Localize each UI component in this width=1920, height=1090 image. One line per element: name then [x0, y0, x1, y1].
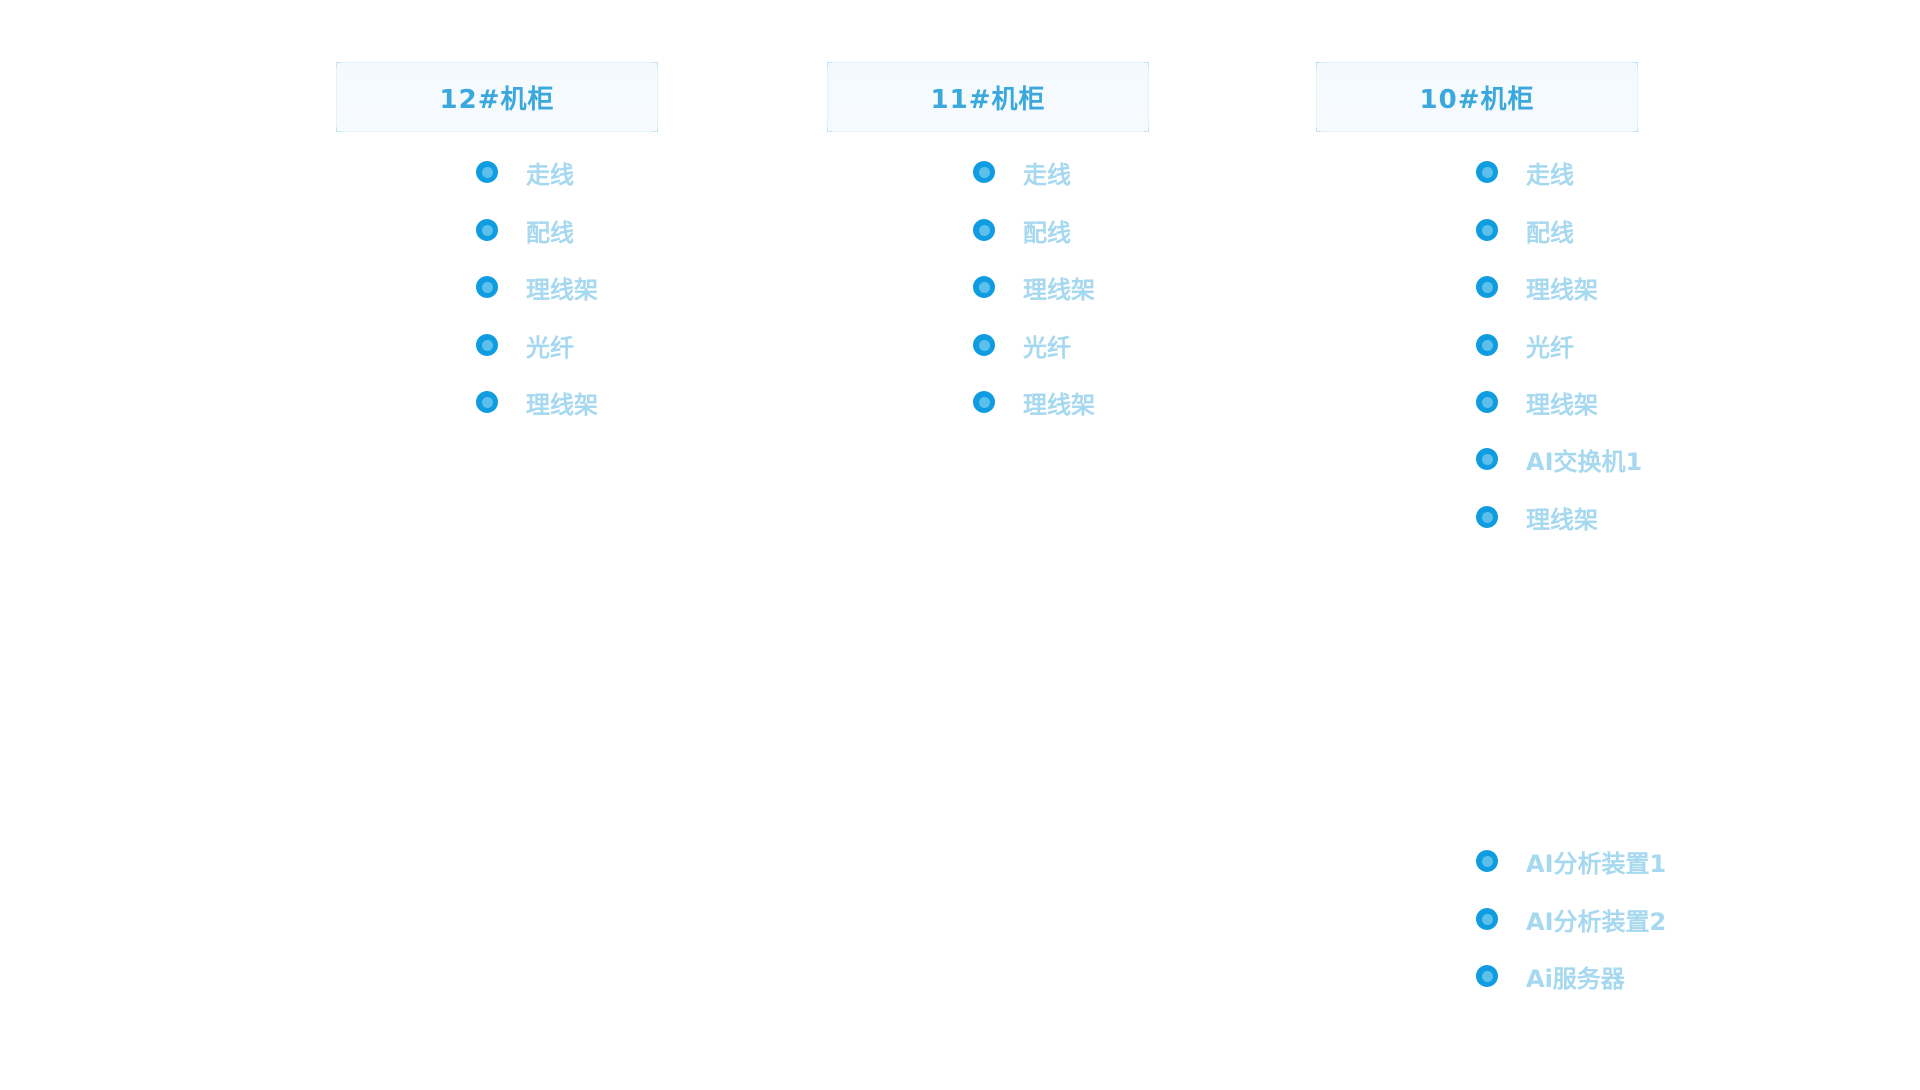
circle-bullet-icon — [476, 334, 498, 356]
item-label: AI交换机1 — [1526, 447, 1643, 476]
item-label: 理线架 — [1526, 390, 1598, 419]
circle-bullet-icon — [1476, 276, 1498, 298]
list-item[interactable]: 光纤 — [973, 330, 1071, 362]
cabinet-title: 10#机柜 — [1419, 84, 1535, 115]
cabinet-header[interactable]: 12#机柜 — [336, 62, 658, 132]
cabinet-item-list: 走线 配线 理线架 光纤 理线架 AI交换机1 理线架 AI分析装置1 — [1316, 0, 1716, 1090]
item-label: 理线架 — [1023, 390, 1095, 419]
circle-bullet-icon — [1476, 965, 1498, 987]
item-label: 配线 — [1526, 218, 1574, 247]
cabinet-item-list: 走线 配线 理线架 光纤 理线架 — [827, 0, 1157, 1090]
cabinet-12: 12#机柜 走线 配线 理线架 光纤 理线架 — [336, 0, 666, 1090]
list-item[interactable]: AI分析装置2 — [1476, 904, 1667, 936]
item-label: 理线架 — [526, 275, 598, 304]
item-label: 理线架 — [1023, 275, 1095, 304]
list-item[interactable]: 配线 — [476, 215, 574, 247]
circle-bullet-icon — [1476, 448, 1498, 470]
list-item[interactable]: 走线 — [1476, 157, 1574, 189]
circle-bullet-icon — [973, 391, 995, 413]
list-item[interactable]: 理线架 — [1476, 272, 1598, 304]
list-item[interactable]: 理线架 — [1476, 502, 1598, 534]
item-label: AI分析装置1 — [1526, 849, 1667, 878]
cabinet-header[interactable]: 10#机柜 — [1316, 62, 1638, 132]
cabinet-title: 12#机柜 — [439, 84, 555, 115]
list-item[interactable]: 理线架 — [476, 387, 598, 419]
list-item[interactable]: 配线 — [1476, 215, 1574, 247]
item-label: AI分析装置2 — [1526, 907, 1667, 936]
circle-bullet-icon — [973, 219, 995, 241]
circle-bullet-icon — [1476, 334, 1498, 356]
item-label: 走线 — [526, 160, 574, 189]
circle-bullet-icon — [476, 391, 498, 413]
item-label: 配线 — [526, 218, 574, 247]
item-label: 光纤 — [1023, 333, 1071, 362]
circle-bullet-icon — [1476, 161, 1498, 183]
list-item[interactable]: 光纤 — [1476, 330, 1574, 362]
list-item[interactable]: 理线架 — [476, 272, 598, 304]
list-item[interactable]: AI分析装置1 — [1476, 846, 1667, 878]
item-label: 理线架 — [526, 390, 598, 419]
circle-bullet-icon — [1476, 219, 1498, 241]
cabinet-title: 11#机柜 — [930, 84, 1046, 115]
circle-bullet-icon — [1476, 506, 1498, 528]
circle-bullet-icon — [476, 219, 498, 241]
cabinet-11: 11#机柜 走线 配线 理线架 光纤 理线架 — [827, 0, 1157, 1090]
item-label: Ai服务器 — [1526, 964, 1625, 993]
cabinet-10: 10#机柜 走线 配线 理线架 光纤 理线架 AI交换机1 理线架 — [1316, 0, 1716, 1090]
list-item[interactable]: 走线 — [476, 157, 574, 189]
list-item[interactable]: 理线架 — [1476, 387, 1598, 419]
item-label: 配线 — [1023, 218, 1071, 247]
list-item[interactable]: 走线 — [973, 157, 1071, 189]
circle-bullet-icon — [973, 276, 995, 298]
item-label: 走线 — [1023, 160, 1071, 189]
circle-bullet-icon — [476, 276, 498, 298]
list-item[interactable]: AI交换机1 — [1476, 444, 1643, 476]
list-item[interactable]: 光纤 — [476, 330, 574, 362]
circle-bullet-icon — [973, 161, 995, 183]
cabinet-header[interactable]: 11#机柜 — [827, 62, 1149, 132]
cabinet-item-list: 走线 配线 理线架 光纤 理线架 — [336, 0, 666, 1090]
list-item[interactable]: 配线 — [973, 215, 1071, 247]
circle-bullet-icon — [1476, 850, 1498, 872]
circle-bullet-icon — [973, 334, 995, 356]
item-label: 光纤 — [526, 333, 574, 362]
list-item[interactable]: 理线架 — [973, 387, 1095, 419]
item-label: 理线架 — [1526, 505, 1598, 534]
list-item[interactable]: Ai服务器 — [1476, 961, 1625, 993]
item-label: 理线架 — [1526, 275, 1598, 304]
list-item[interactable]: 理线架 — [973, 272, 1095, 304]
item-label: 光纤 — [1526, 333, 1574, 362]
circle-bullet-icon — [1476, 908, 1498, 930]
item-label: 走线 — [1526, 160, 1574, 189]
circle-bullet-icon — [476, 161, 498, 183]
circle-bullet-icon — [1476, 391, 1498, 413]
